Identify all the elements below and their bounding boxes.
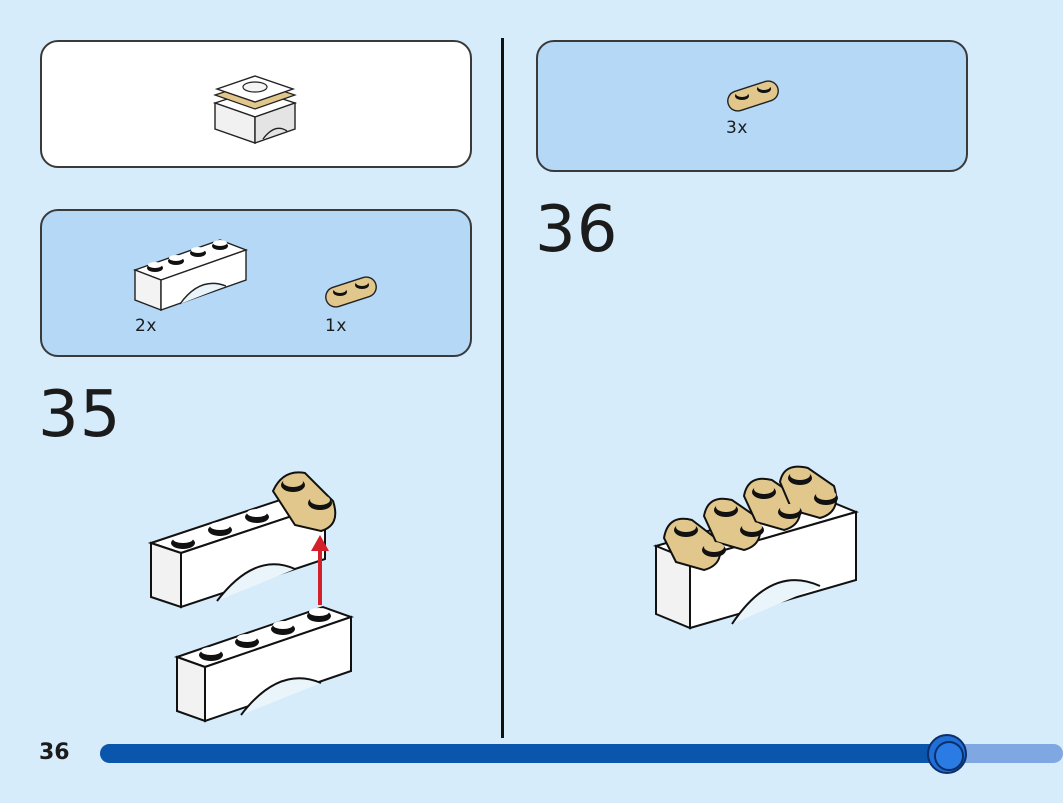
- part-quantity: 3x: [726, 118, 748, 138]
- progress-bar-fill: [100, 744, 947, 763]
- step-number: 35: [38, 378, 122, 452]
- part-quantity: 2x: [135, 316, 157, 336]
- step-35-assembly: [147, 471, 355, 723]
- progress-marker: [927, 734, 967, 774]
- progress-bar: [100, 734, 1063, 774]
- tan-plate-part: [325, 276, 377, 308]
- parts-list-step-35: [40, 209, 472, 357]
- submodel-illustration: [212, 75, 298, 144]
- part-quantity: 1x: [325, 316, 347, 336]
- step-number: 36: [535, 193, 619, 267]
- page-number: 36: [39, 740, 70, 765]
- white-arch-brick-part: [132, 239, 249, 312]
- tan-plate-part: [727, 80, 779, 112]
- step-divider: [501, 38, 504, 738]
- step-36-assembly: [652, 465, 860, 630]
